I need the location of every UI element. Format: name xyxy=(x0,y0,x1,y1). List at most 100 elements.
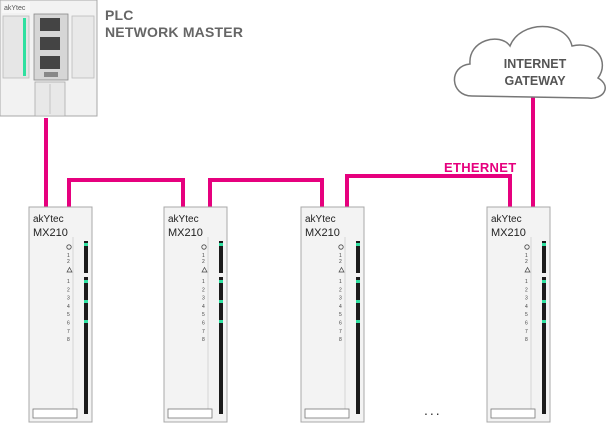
input-led-label: 1 xyxy=(202,279,205,285)
status-led-label: 1 xyxy=(202,253,205,259)
module-model: MX210 xyxy=(305,227,340,239)
more-modules-ellipsis: ... xyxy=(424,402,442,418)
plc-port-1 xyxy=(40,18,60,31)
input-led-label: 3 xyxy=(339,296,342,302)
cable-module-2-to-module-3 xyxy=(208,178,324,207)
io-led-lit xyxy=(542,300,546,303)
warning-icon xyxy=(524,266,531,273)
module-brand: akYtec xyxy=(305,214,336,225)
input-led-label: 3 xyxy=(525,296,528,302)
cable-module-1-to-module-2 xyxy=(67,178,185,207)
input-led-label: 1 xyxy=(67,279,70,285)
input-led-label: 8 xyxy=(525,337,528,343)
status-led-label: 1 xyxy=(67,253,70,259)
module-label-plate xyxy=(32,408,78,419)
module-housing xyxy=(486,206,551,423)
modules-layer: akYtecMX2101212345678akYtecMX21012123456… xyxy=(28,206,551,423)
warning-icon xyxy=(201,266,208,273)
status-led-bar xyxy=(542,241,546,273)
status-led-label: 2 xyxy=(525,259,528,265)
io-led-bar xyxy=(219,277,223,414)
input-led-label: 6 xyxy=(67,321,70,327)
plc-port-2 xyxy=(40,37,60,50)
ethernet-cables xyxy=(44,90,535,207)
module-brand: akYtec xyxy=(168,214,199,225)
plc-port-3 xyxy=(40,56,60,69)
module-label-plate xyxy=(304,408,350,419)
plc-usb-port xyxy=(44,72,58,77)
input-led-label: 7 xyxy=(339,329,342,335)
input-led-label: 2 xyxy=(525,287,528,293)
power-icon xyxy=(201,244,207,250)
plc-led-strip xyxy=(23,18,26,76)
status-led-bar xyxy=(356,241,360,273)
input-led-label: 5 xyxy=(67,312,70,318)
plc-device xyxy=(0,0,98,117)
input-led-label: 7 xyxy=(525,329,528,335)
status-led-bar xyxy=(219,241,223,273)
input-led-label: 3 xyxy=(202,296,205,302)
plc-title-line2: NETWORK MASTER xyxy=(105,24,244,40)
input-led-label: 2 xyxy=(67,287,70,293)
input-led-label: 2 xyxy=(202,287,205,293)
io-led-bar xyxy=(356,277,360,414)
io-led-lit xyxy=(356,300,360,303)
plc-brand-box xyxy=(2,2,30,13)
status-led-lit xyxy=(356,243,360,246)
power-icon xyxy=(524,244,530,250)
power-icon xyxy=(66,244,72,250)
ethernet-label: ETHERNET xyxy=(444,160,517,175)
input-led-label: 5 xyxy=(339,312,342,318)
status-led-label: 2 xyxy=(339,259,342,265)
module-brand: akYtec xyxy=(491,214,522,225)
status-led-label: 2 xyxy=(67,259,70,265)
input-led-label: 7 xyxy=(67,329,70,335)
input-led-label: 6 xyxy=(525,321,528,327)
module-housing xyxy=(300,206,365,423)
warning-icon xyxy=(66,266,73,273)
cloud-shape xyxy=(453,25,606,99)
input-led-label: 4 xyxy=(67,304,70,310)
io-led-lit xyxy=(84,280,88,283)
io-led-lit xyxy=(356,280,360,283)
module-model: MX210 xyxy=(491,227,526,239)
io-led-lit xyxy=(219,280,223,283)
power-icon xyxy=(338,244,344,250)
plc-title-line1: PLC xyxy=(105,7,134,23)
io-led-lit xyxy=(219,300,223,303)
status-led-label: 1 xyxy=(339,253,342,259)
input-led-label: 5 xyxy=(525,312,528,318)
cloud-label-line1: INTERNET xyxy=(503,57,567,71)
input-led-label: 4 xyxy=(339,304,342,310)
cloud-label-line2: GATEWAY xyxy=(504,74,566,88)
input-led-label: 2 xyxy=(339,287,342,293)
input-led-label: 8 xyxy=(339,337,342,343)
module-brand: akYtec xyxy=(33,214,64,225)
module-model: MX210 xyxy=(168,227,203,239)
io-led-lit xyxy=(219,320,223,323)
plc-brand-logo: akYtec xyxy=(4,5,26,12)
input-led-label: 6 xyxy=(339,321,342,327)
input-led-label: 3 xyxy=(67,296,70,302)
input-led-label: 1 xyxy=(339,279,342,285)
plc-side-panel-right xyxy=(71,15,95,79)
input-led-label: 6 xyxy=(202,321,205,327)
module-label-plate xyxy=(490,408,536,419)
input-led-label: 8 xyxy=(202,337,205,343)
status-led-bar xyxy=(84,241,88,273)
warning-icon xyxy=(338,266,345,273)
module-model: MX210 xyxy=(33,227,68,239)
input-led-label: 8 xyxy=(67,337,70,343)
input-led-label: 1 xyxy=(525,279,528,285)
status-led-lit xyxy=(219,243,223,246)
status-led-label: 1 xyxy=(525,253,528,259)
module-housing xyxy=(28,206,93,423)
internet-cloud xyxy=(453,25,606,99)
status-led-lit xyxy=(84,243,88,246)
status-led-lit xyxy=(542,243,546,246)
input-led-label: 4 xyxy=(202,304,205,310)
